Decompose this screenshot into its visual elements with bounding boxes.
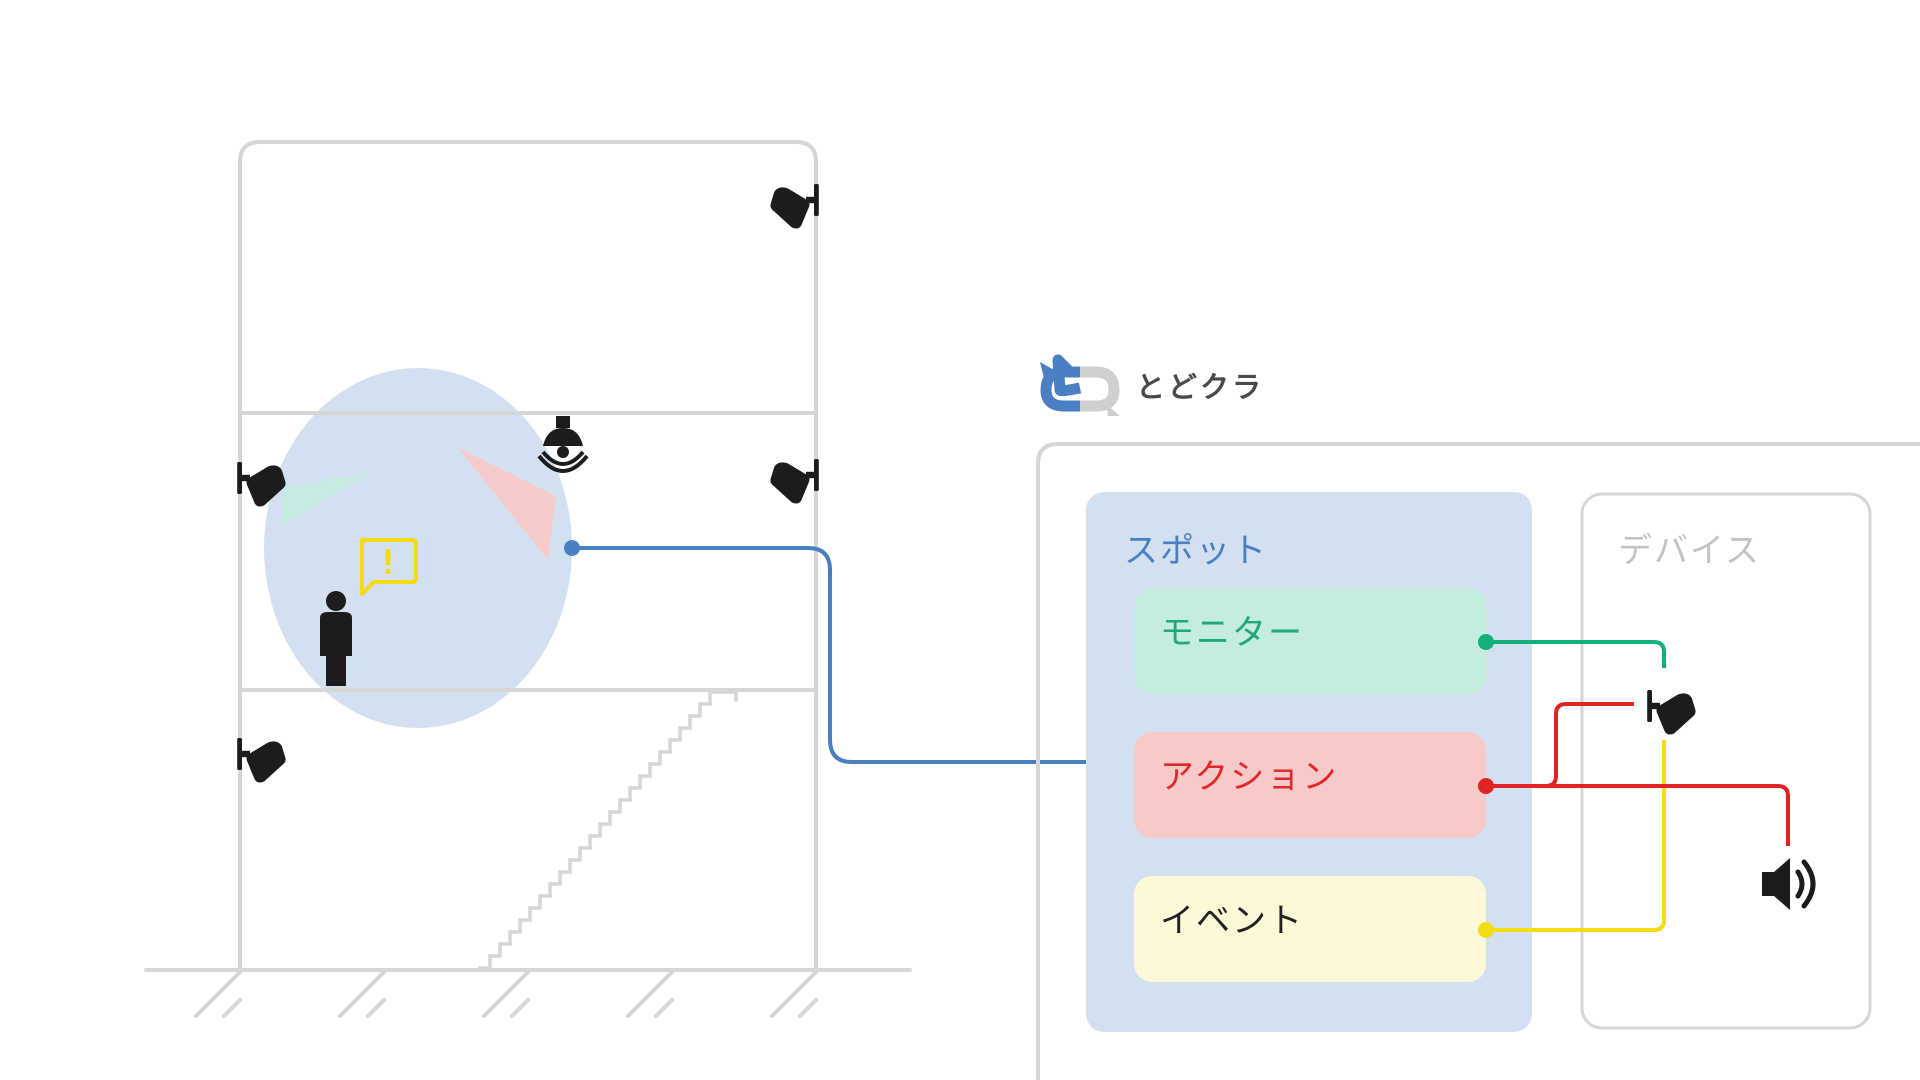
platform-frame xyxy=(1036,442,1920,1080)
dome-camera-icon xyxy=(537,416,589,473)
event-connector-dot xyxy=(1478,922,1494,938)
brand-logo xyxy=(1040,354,1120,416)
building-frame xyxy=(238,140,818,972)
person-icon xyxy=(320,591,352,686)
speaker-icon xyxy=(1762,858,1816,910)
staircase xyxy=(478,690,738,970)
alert-speech-bubble-icon xyxy=(360,538,418,596)
monitor-connector-dot xyxy=(1478,634,1494,650)
security-camera-icon xyxy=(770,459,819,504)
action-view-cone xyxy=(458,448,556,560)
event-connector-line xyxy=(1486,740,1666,932)
spot-connector-line xyxy=(572,546,1090,764)
action-connector-dot xyxy=(1478,778,1494,794)
event-label: イベント xyxy=(1160,901,1304,941)
security-camera-icon xyxy=(237,738,286,783)
monitor-box[interactable] xyxy=(1134,588,1486,694)
device-panel xyxy=(1580,492,1872,1030)
brand-logo-icon xyxy=(1052,354,1082,397)
security-camera-icon xyxy=(770,184,819,229)
brand-name: とどクラ xyxy=(1136,370,1264,404)
action-connector-line-speaker xyxy=(1486,784,1790,846)
event-box[interactable] xyxy=(1134,876,1486,982)
monitor-view-cone xyxy=(282,472,370,526)
device-panel-title: デバイス xyxy=(1618,531,1761,571)
spot-connector-dot xyxy=(564,540,580,556)
action-label: アクション xyxy=(1160,757,1338,797)
monitor-label: モニター xyxy=(1160,613,1304,653)
device-camera-icon xyxy=(1647,690,1696,735)
spot-panel-title: スポット xyxy=(1124,531,1268,571)
monitor-connector-line xyxy=(1486,640,1666,668)
ground-hatches xyxy=(194,970,818,1018)
action-box[interactable] xyxy=(1134,732,1486,838)
